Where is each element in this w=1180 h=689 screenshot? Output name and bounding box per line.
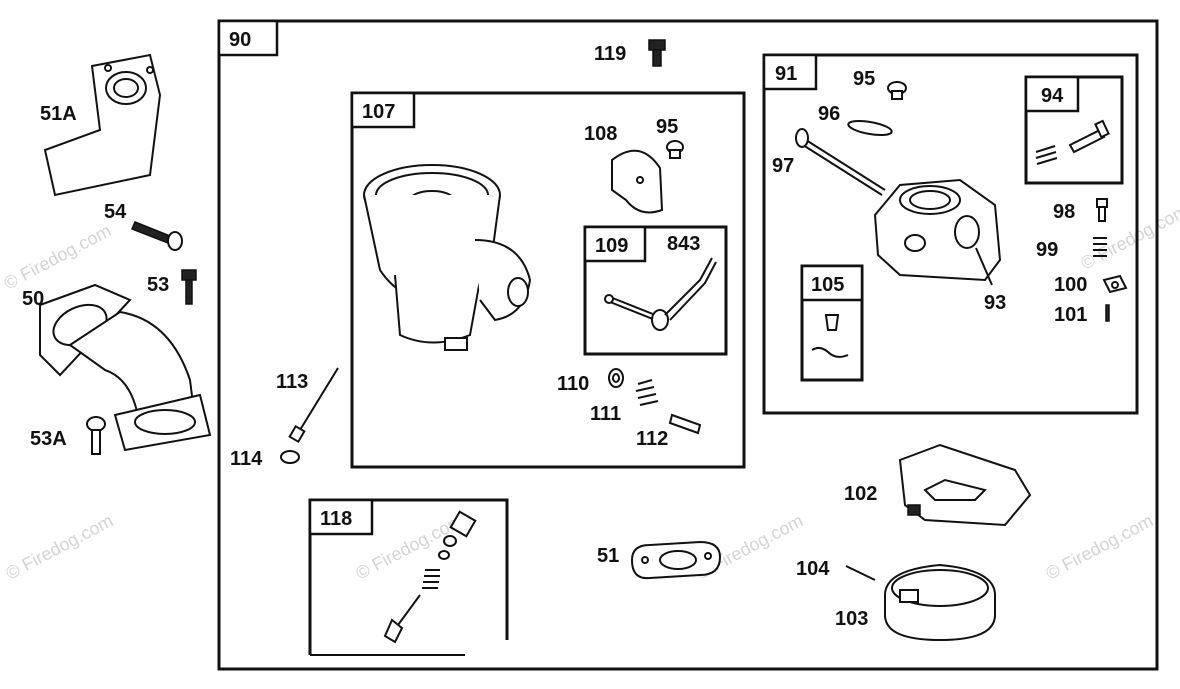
part-51a-gasket[interactable] <box>43 53 162 197</box>
assembly-box-91 <box>762 53 1139 415</box>
label-108: 108 <box>584 123 617 145</box>
part-101-pin[interactable] <box>1105 304 1110 322</box>
label-113: 113 <box>276 371 308 393</box>
label-98: 98 <box>1053 201 1075 223</box>
part-102-gasket[interactable] <box>898 443 1032 527</box>
part-107-carburetor-body[interactable] <box>363 164 532 351</box>
label-99: 99 <box>1036 239 1058 261</box>
label-110: 110 <box>557 373 589 395</box>
tab-90 <box>217 19 279 57</box>
label-109: 109 <box>595 235 628 257</box>
part-111-spring[interactable] <box>635 379 659 406</box>
label-90: 90 <box>229 29 251 51</box>
tab-107 <box>350 91 416 129</box>
label-50: 50 <box>22 288 44 310</box>
label-54: 54 <box>104 201 127 223</box>
label-51a: 51A <box>40 103 77 125</box>
tab-105 <box>800 264 864 302</box>
label-111: 111 <box>590 403 621 425</box>
part-53-bolt[interactable] <box>181 269 197 305</box>
tab-91 <box>762 53 818 91</box>
part-97-shaft[interactable] <box>795 128 886 196</box>
label-94: 94 <box>1041 85 1064 107</box>
assembly-box-90 <box>217 19 1159 671</box>
label-95-b: 95 <box>853 68 875 90</box>
part-95-screw[interactable] <box>666 140 684 159</box>
part-119-screw[interactable] <box>648 39 666 67</box>
part-118-needle-kit[interactable] <box>383 510 477 644</box>
part-98-screw[interactable] <box>1096 198 1108 222</box>
part-54-screw[interactable] <box>131 221 183 251</box>
watermark: © Firedog.com <box>0 220 114 293</box>
part-53a-bolt[interactable] <box>86 416 106 455</box>
part-95-screw-b[interactable] <box>887 81 907 100</box>
label-96: 96 <box>818 103 840 125</box>
label-53a: 53A <box>30 428 67 450</box>
label-119: 119 <box>594 43 626 65</box>
part-51-gasket[interactable] <box>630 540 722 580</box>
part-104-pin[interactable] <box>845 565 876 581</box>
part-109-throttle-shaft[interactable] <box>604 257 717 331</box>
label-112: 112 <box>636 428 668 450</box>
label-105: 105 <box>811 274 844 296</box>
watermark: © Firedog.com <box>1042 510 1156 583</box>
label-843: 843 <box>667 233 700 255</box>
label-102: 102 <box>844 483 877 505</box>
label-51: 51 <box>597 545 619 567</box>
label-95-a: 95 <box>656 116 678 138</box>
label-91: 91 <box>775 63 797 85</box>
label-107: 107 <box>362 101 395 123</box>
label-93: 93 <box>984 292 1006 314</box>
part-112-screw[interactable] <box>668 413 702 435</box>
part-113-needle[interactable] <box>288 367 339 444</box>
part-103-float-bowl[interactable] <box>884 563 996 642</box>
part-50-intake-elbow[interactable] <box>39 283 212 452</box>
part-93-carburetor-body[interactable] <box>873 178 1002 286</box>
label-114: 114 <box>230 448 263 470</box>
label-101: 101 <box>1054 304 1087 326</box>
part-99-spring[interactable] <box>1093 237 1107 257</box>
label-104: 104 <box>796 558 830 580</box>
label-97: 97 <box>772 155 794 177</box>
label-53: 53 <box>147 274 169 296</box>
part-94-needle-spring[interactable] <box>1035 119 1110 165</box>
watermark: © Firedog.com <box>2 510 116 583</box>
assembly-box-118 <box>308 498 509 655</box>
tab-94 <box>1024 75 1080 113</box>
assembly-box-109 <box>583 225 728 356</box>
label-100: 100 <box>1054 274 1087 296</box>
tab-118 <box>308 498 374 536</box>
part-108-plate[interactable] <box>611 149 664 214</box>
part-96-plate[interactable] <box>847 118 893 137</box>
label-118: 118 <box>320 508 352 530</box>
label-103: 103 <box>835 608 868 630</box>
part-114-o-ring[interactable] <box>280 450 300 464</box>
part-100-clip[interactable] <box>1102 274 1128 294</box>
watermark: © Firedog.com <box>1077 200 1180 273</box>
part-105-needle-seat[interactable] <box>811 314 849 358</box>
tab-109 <box>583 225 647 263</box>
assembly-box-107 <box>350 91 746 469</box>
part-110-washer[interactable] <box>608 368 624 388</box>
